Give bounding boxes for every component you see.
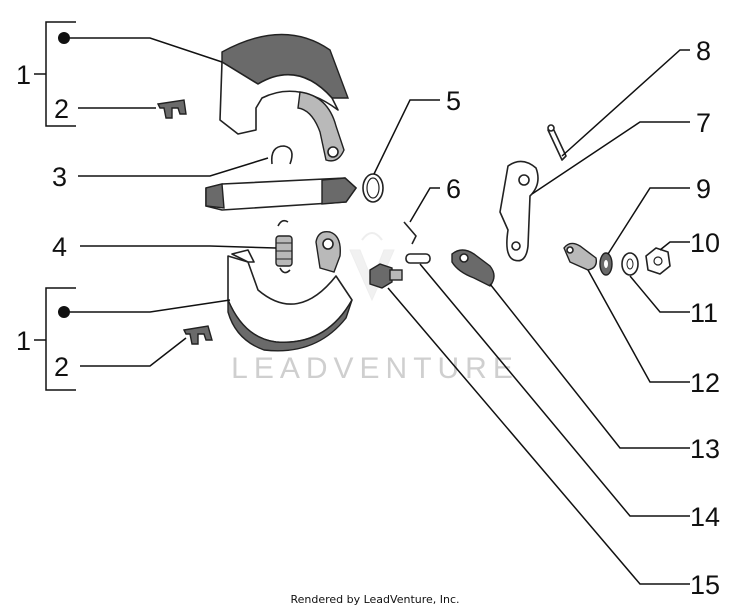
label-15: 15 xyxy=(690,570,720,600)
cam-lever xyxy=(451,249,495,287)
bolt xyxy=(369,263,403,289)
label-2-lower: 2 xyxy=(54,352,69,382)
label-11: 11 xyxy=(690,298,718,328)
bullet-dot-lower xyxy=(58,306,70,318)
spring-clip-upper xyxy=(156,99,187,119)
watermark-text: LEADVENTURE xyxy=(231,352,519,385)
spring-washer xyxy=(621,252,639,276)
flat-washer xyxy=(599,252,613,276)
label-7: 7 xyxy=(696,108,711,138)
bracket-lower xyxy=(34,287,76,391)
link-plate xyxy=(563,242,598,271)
label-9: 9 xyxy=(696,174,711,204)
label-14: 14 xyxy=(690,502,720,532)
circlip-ring xyxy=(362,173,384,203)
label-10: 10 xyxy=(690,228,720,258)
label-4: 4 xyxy=(52,232,67,262)
brake-shaft xyxy=(205,177,357,211)
bracket-upper xyxy=(34,21,76,127)
brake-lever xyxy=(499,160,539,262)
coil-spring xyxy=(275,219,293,274)
label-1-lower: 1 xyxy=(16,326,31,356)
label-13: 13 xyxy=(690,434,720,464)
spring-clip-lower xyxy=(182,325,213,345)
cotter-pin xyxy=(547,124,567,161)
hex-nut xyxy=(645,247,671,275)
label-5: 5 xyxy=(446,86,461,116)
dowel-pin xyxy=(405,253,431,264)
lower-brake-shoe xyxy=(227,231,353,352)
return-spring-omega xyxy=(270,145,293,165)
footer-credit: Rendered by LeadVenture, Inc. xyxy=(290,593,460,606)
label-12: 12 xyxy=(690,368,720,398)
label-1-upper: 1 xyxy=(16,60,31,90)
label-6: 6 xyxy=(446,174,461,204)
label-8: 8 xyxy=(696,36,711,66)
wire-pin xyxy=(403,221,417,245)
bullet-dot-upper xyxy=(58,32,70,44)
watermark-logo xyxy=(349,232,395,302)
upper-brake-shoe xyxy=(219,33,350,162)
label-3: 3 xyxy=(52,162,67,192)
leader-lines xyxy=(58,32,690,585)
label-2-upper: 2 xyxy=(54,94,69,124)
